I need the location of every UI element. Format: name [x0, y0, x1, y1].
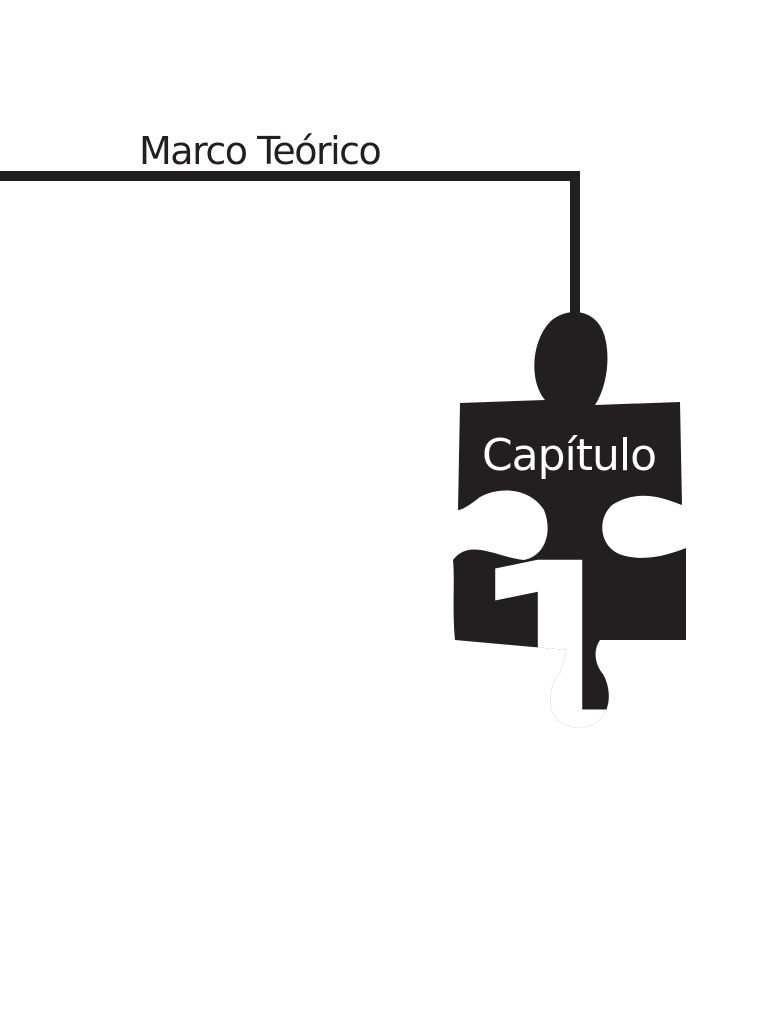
chapter-label: Capítulo	[482, 430, 656, 481]
chapter-number: 1	[467, 510, 641, 801]
puzzle-piece	[453, 311, 686, 728]
section-title: Marco Teórico	[139, 129, 382, 173]
connector-line	[0, 171, 580, 318]
